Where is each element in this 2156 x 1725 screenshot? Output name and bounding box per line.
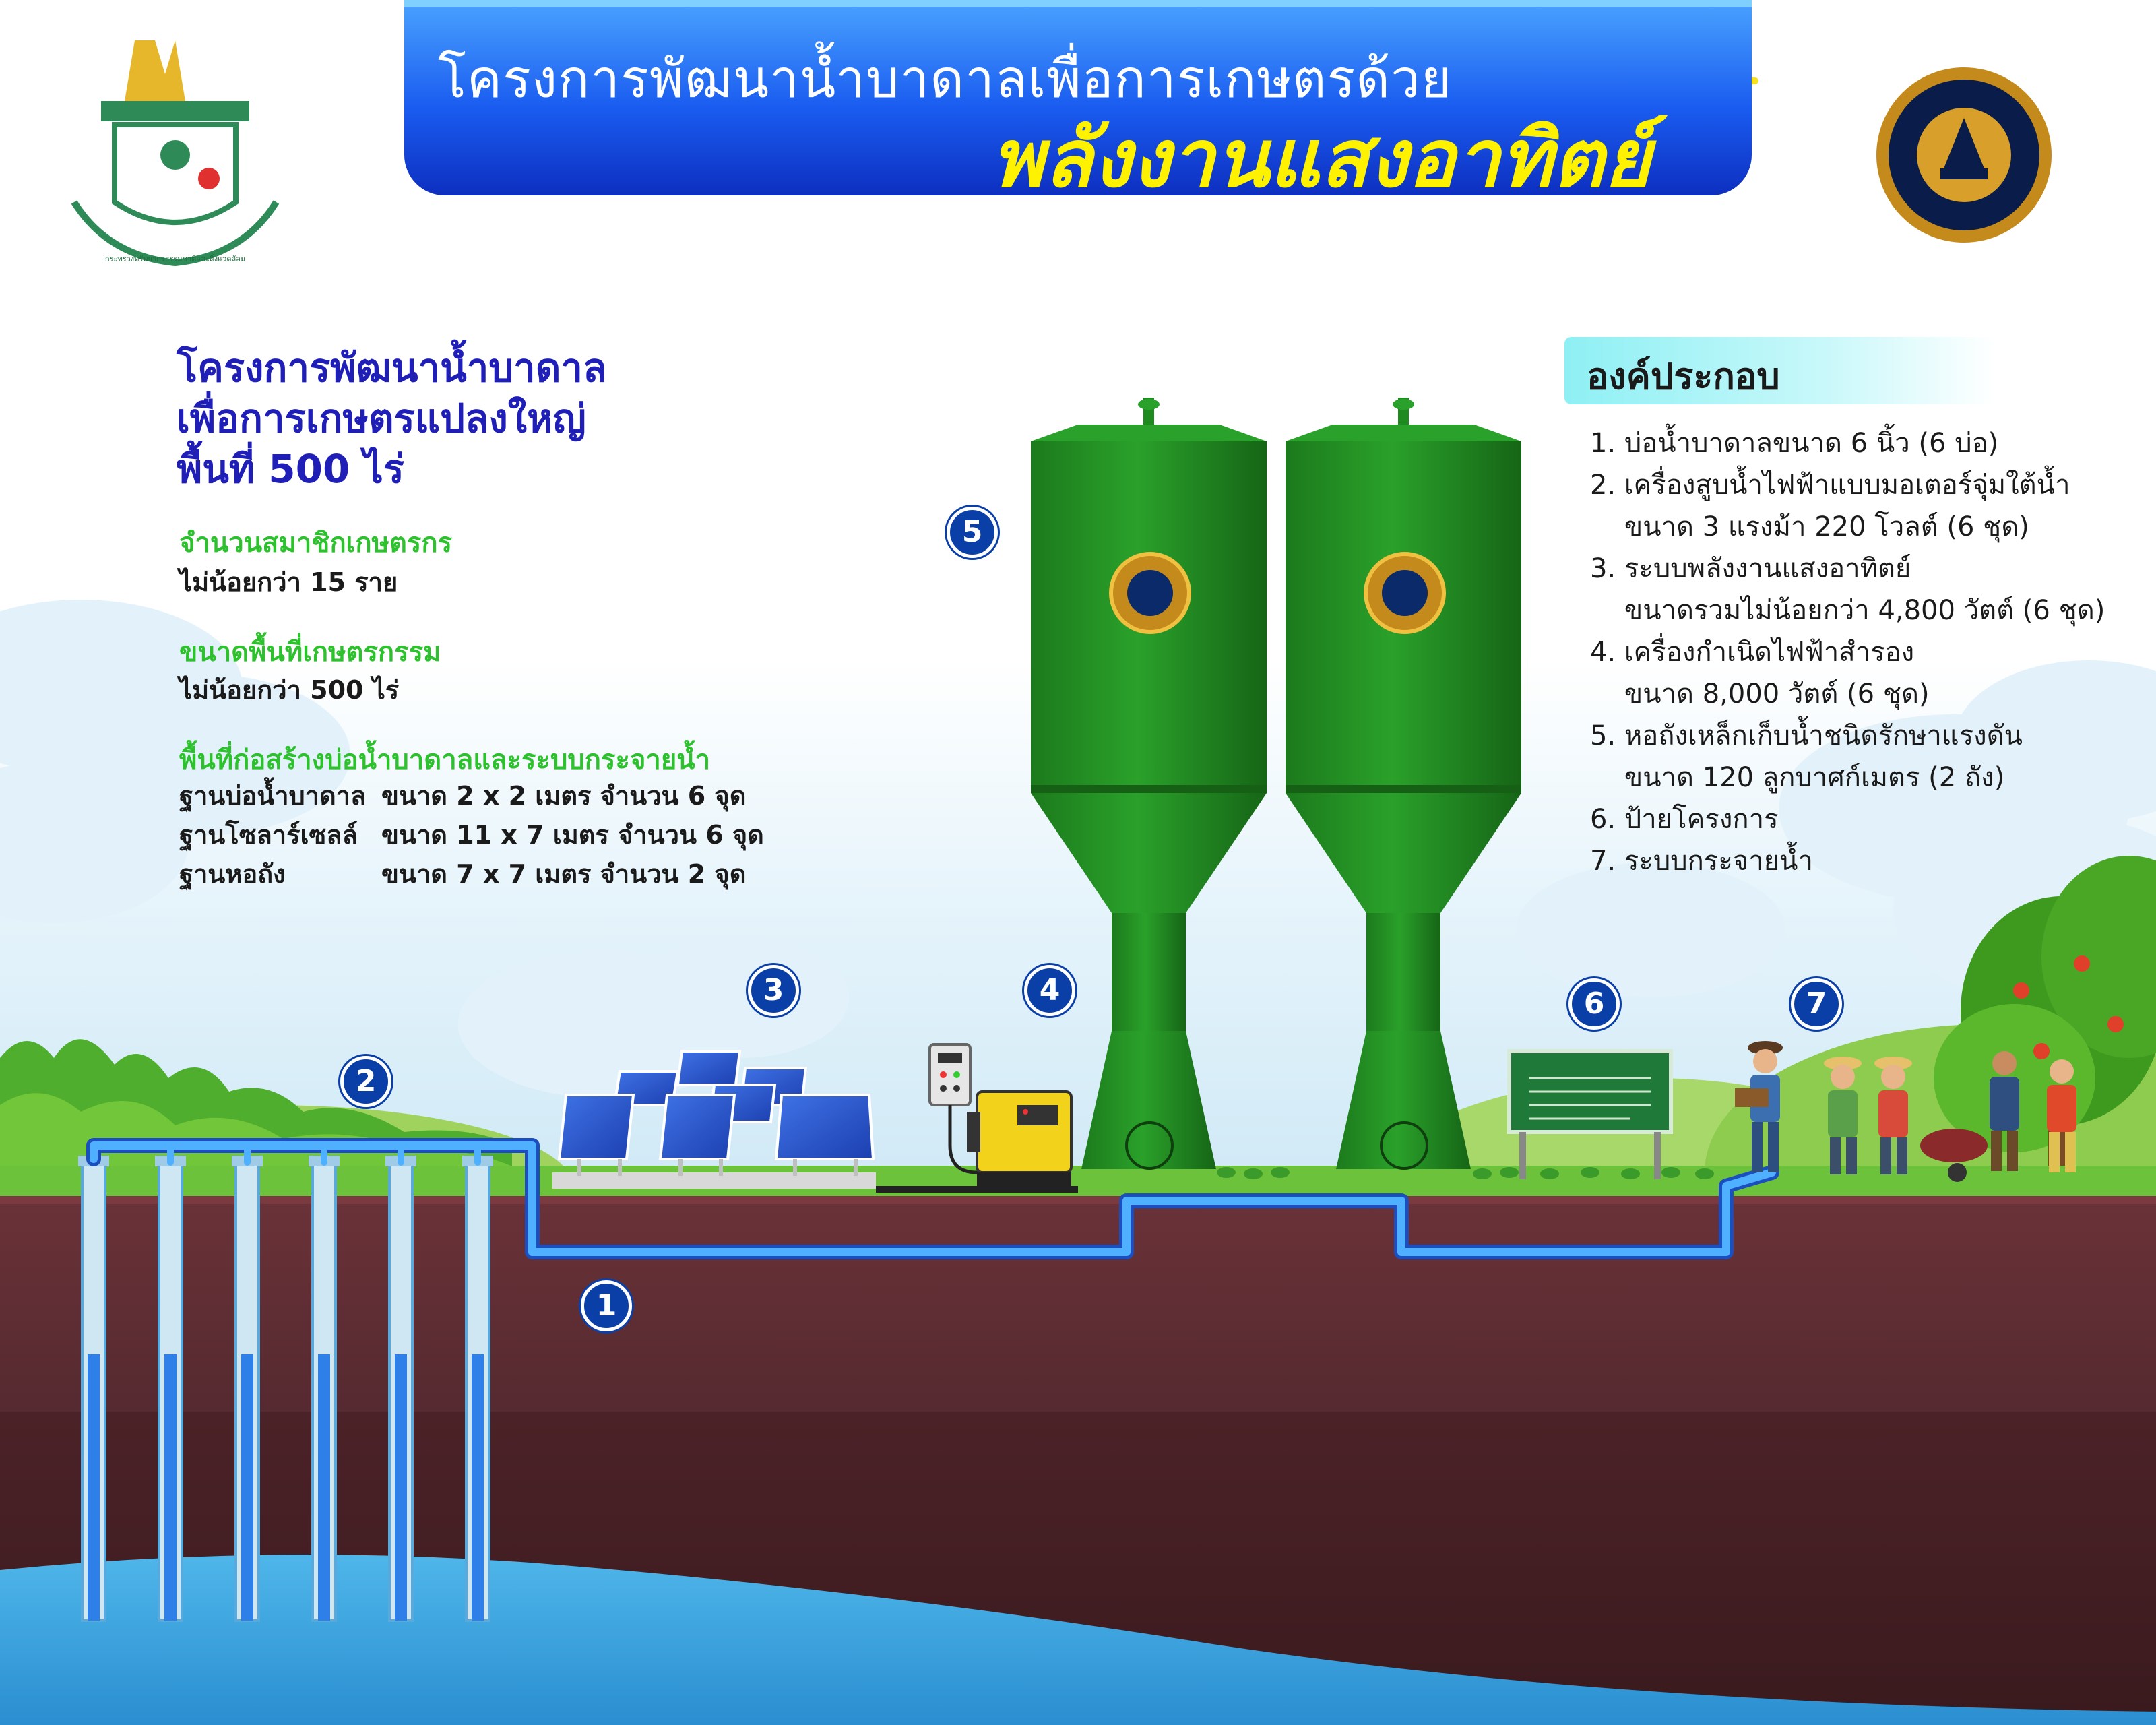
component-item: 7. ระบบกระจายน้ำ (1590, 846, 1813, 877)
badge-generator: 4 (1024, 965, 1075, 1016)
construction-row: ฐานโซลาร์เซลล์ ขนาด 11 x 7 เมตร จำนวน 6 … (179, 814, 764, 853)
water-tower-1 (1031, 398, 1267, 1170)
banner-title-line1: โครงการพัฒนาน้ำบาดาลเพื่อการเกษตรด้วย (438, 49, 1453, 110)
construction-row-detail: ขนาด 11 x 7 เมตร จำนวน 6 จุด (381, 820, 764, 850)
badge-wells: 1 (581, 1280, 632, 1331)
backup-generator (876, 1043, 1078, 1193)
construction-row-name: ฐานโซลาร์เซลล์ (179, 820, 358, 850)
component-item: ขนาด 3 แรงม้า 220 โวลต์ (6 ชุด) (1590, 511, 2029, 542)
title-banner (404, 0, 1752, 195)
component-item: 1. บ่อน้ำบาดาลขนาด 6 นิ้ว (6 บ่อ) (1590, 428, 1999, 459)
construction-row-detail: ขนาด 2 x 2 เมตร จำนวน 6 จุด (381, 781, 747, 811)
project-sign (1507, 1049, 1673, 1179)
area-value: ไม่น้อยกว่า 500 ไร่ (179, 675, 400, 705)
component-item: 6. ป้ายโครงการ (1590, 804, 1779, 835)
ministry-seal-logo: กระทรวงทรัพยากรธรรมชาติและสิ่งแวดล้อม (71, 40, 280, 267)
badge-distribution: 7 (1791, 978, 1842, 1030)
construction-row-detail: ขนาด 7 x 7 เมตร จำนวน 2 จุด (381, 859, 747, 889)
construction-label: พื้นที่ก่อสร้างบ่อน้ำบาดาลและระบบกระจายน… (179, 745, 711, 776)
components-header-bg (1564, 337, 1996, 404)
component-item: 4. เครื่องกำเนิดไฟฟ้าสำรอง (1590, 637, 1915, 668)
farmers (1735, 1041, 2076, 1182)
component-item: ขนาด 8,000 วัตต์ (6 ชุด) (1590, 679, 1930, 710)
construction-table: ฐานบ่อน้ำบาดาล ขนาด 2 x 2 เมตร จำนวน 6 จ… (179, 775, 764, 892)
components-title: องค์ประกอบ (1587, 355, 1780, 398)
water-pipe (86, 1138, 1779, 1259)
badge-sign: 6 (1568, 978, 1620, 1030)
project-title-line3: พื้นที่ 500 ไร่ (177, 446, 404, 492)
members-label: จำนวนสมาชิกเกษตรกร (179, 528, 453, 559)
cloud-icon (0, 600, 2156, 1098)
badge-tank: 5 (947, 507, 998, 558)
project-title-line1: โครงการพัฒนาน้ำบาดาล (177, 345, 607, 391)
construction-row: ฐานบ่อน้ำบาดาล ขนาด 2 x 2 เมตร จำนวน 6 จ… (179, 775, 764, 814)
component-item: 2. เครื่องสูบน้ำไฟฟ้าแบบมอเตอร์จุ่มใต้น้… (1590, 470, 2070, 501)
badge-pump: 2 (340, 1056, 391, 1107)
project-title-line2: เพื่อการเกษตรแปลงใหญ่ (177, 396, 586, 441)
water-tower-2 (1286, 398, 1521, 1170)
component-item: ขนาด 120 ลูกบาศก์เมตร (2 ถัง) (1590, 762, 2005, 793)
component-item: ขนาดรวมไม่น้อยกว่า 4,800 วัตต์ (6 ชุด) (1590, 595, 2105, 626)
solar-panels (552, 1050, 876, 1189)
banner-title-line2: พลังงานแสงอาทิตย์ (991, 112, 1651, 205)
crops (1217, 1167, 1714, 1179)
dgr-seal-logo (1876, 67, 2052, 243)
construction-row-name: ฐานหอถัง (179, 859, 286, 889)
badge-solar: 3 (748, 965, 799, 1016)
construction-row-name: ฐานบ่อน้ำบาดาล (179, 781, 367, 811)
construction-row: ฐานหอถัง ขนาด 7 x 7 เมตร จำนวน 2 จุด (179, 853, 764, 892)
component-item: 5. หอถังเหล็กเก็บน้ำชนิดรักษาแรงดัน (1590, 720, 2023, 751)
area-label: ขนาดพื้นที่เกษตรกรรม (179, 637, 441, 668)
component-item: 3. ระบบพลังงานแสงอาทิตย์ (1590, 553, 1911, 584)
members-value: ไม่น้อยกว่า 15 ราย (179, 567, 398, 597)
ministry-seal-text: กระทรวงทรัพยากรธรรมชาติและสิ่งแวดล้อม (105, 253, 245, 263)
